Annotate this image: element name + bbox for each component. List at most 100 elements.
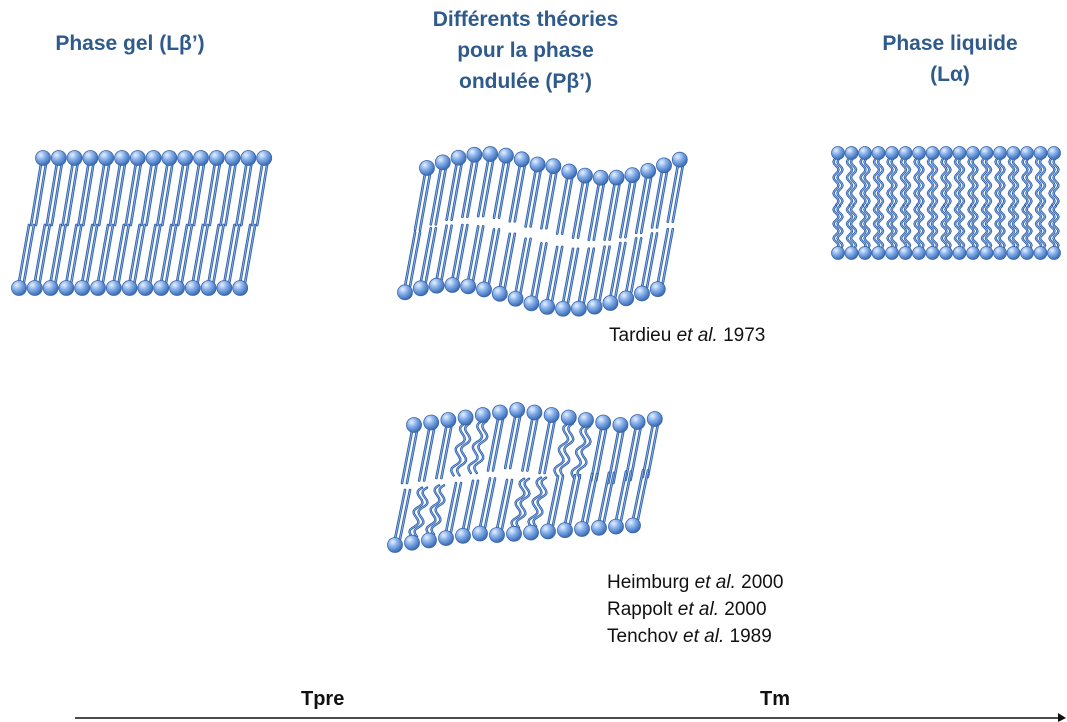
lipid-tail-highlight — [614, 242, 626, 298]
lipid-tail-highlight — [467, 225, 479, 281]
lipid-head — [444, 277, 461, 293]
lipid-tail-highlight — [462, 480, 474, 531]
citation-year: 1989 — [724, 626, 772, 647]
lipid-head — [184, 280, 201, 296]
lipid-head — [455, 527, 471, 544]
lipid-tail-highlight — [567, 248, 579, 304]
lipid-tail-highlight — [435, 425, 447, 479]
lipid-tail-highlight — [1022, 157, 1028, 206]
lipid-tail-highlight — [467, 420, 483, 474]
lipid-head — [629, 414, 646, 430]
lipid-tail-highlight — [30, 163, 42, 226]
lipid-tail-highlight — [1049, 157, 1055, 206]
lipid-head — [561, 163, 578, 180]
lipid-tail-highlight — [552, 475, 564, 526]
lipid-head — [498, 147, 514, 164]
lipid-head — [216, 280, 233, 296]
lipid-tail-highlight — [958, 205, 965, 250]
citation-author: Tenchov — [607, 626, 684, 647]
lipid-head — [898, 146, 913, 160]
lipid-tail-highlight — [484, 478, 496, 528]
lipid-tail-highlight — [904, 205, 911, 250]
lipid-head — [428, 277, 445, 294]
title-line: Phase liquide — [882, 32, 1018, 55]
lipid-tail-highlight — [667, 165, 679, 223]
lipid-tail-highlight — [235, 163, 247, 226]
lipid-tail-highlight — [598, 472, 610, 523]
lipid-tail-highlight — [553, 423, 569, 476]
lipid-tail-highlight — [67, 163, 79, 226]
lipid-tail-highlight — [995, 157, 1001, 206]
lipid-tail-disordered — [559, 422, 575, 477]
lipid-tail-highlight — [515, 238, 527, 294]
lipid-tail-highlight — [985, 157, 992, 206]
lipid-head — [1006, 246, 1021, 260]
lipid-tail-highlight — [456, 224, 468, 280]
lipid-tail-highlight — [445, 482, 457, 533]
lipid-tail-highlight — [193, 163, 205, 226]
title-phase-ondulee: Différents théories pour la phase ondulé… — [398, 4, 653, 97]
lipid-tail-highlight — [172, 163, 184, 226]
lipid-tail-highlight — [999, 205, 1005, 250]
lipid-tail-highlight — [873, 205, 880, 250]
lipid-tail-highlight — [590, 428, 602, 481]
lipid-tail-highlight — [225, 163, 237, 226]
lipid-tail-highlight — [604, 183, 616, 241]
lipid-tail-highlight — [401, 430, 413, 484]
lipid-tail-highlight — [954, 157, 961, 206]
lipid-head — [476, 281, 492, 298]
lipid-head — [114, 150, 130, 166]
lipid-tail-highlight — [436, 225, 448, 281]
lipid-tail-highlight — [473, 420, 488, 474]
lipid-tail-highlight — [165, 224, 177, 283]
lipid-head — [844, 246, 859, 260]
lipid-tail-highlight — [1035, 205, 1042, 250]
lipid-tail-highlight — [556, 177, 568, 234]
lipid-tail-highlight — [18, 224, 30, 283]
lipid-tail-highlight — [409, 487, 423, 537]
lipid-head — [602, 295, 619, 311]
lipid-tail-highlight — [197, 224, 209, 283]
lipid-tail-highlight — [251, 163, 263, 226]
lipid-head — [1047, 246, 1061, 260]
lipid-head — [406, 417, 422, 433]
lipid-head — [423, 414, 440, 431]
lipid-head — [509, 402, 526, 418]
lipid-tail-highlight — [546, 246, 558, 302]
lipid-tail-highlight — [477, 159, 489, 217]
lipid-tail-highlight — [176, 224, 188, 283]
lipid-tail-highlight — [51, 163, 63, 226]
lipid-tail-highlight — [837, 157, 843, 206]
lipid-head — [137, 280, 154, 296]
lipid-tail-highlight — [630, 237, 642, 293]
lipid-tail-highlight — [504, 233, 516, 289]
lipid-tail-highlight — [632, 469, 644, 520]
lipid-tail-highlight — [109, 163, 121, 226]
lipid-tail-highlight — [1026, 205, 1032, 250]
lipid-head — [646, 411, 663, 427]
lipid-tail-highlight — [130, 163, 142, 226]
lipid-head — [912, 146, 926, 160]
lipid-tail-highlight — [860, 157, 866, 206]
lipid-tail-highlight — [595, 428, 607, 481]
lipid-tail-disordered — [515, 477, 531, 529]
lipid-head — [121, 280, 138, 296]
lipid-tail-highlight — [864, 205, 870, 250]
lipid-head — [671, 151, 688, 168]
lipid-tail-highlight — [256, 163, 268, 226]
lipid-tail-highlight — [918, 157, 924, 206]
lipid-tail-highlight — [467, 480, 479, 531]
lipid-tail-highlight — [528, 477, 542, 527]
membrane-ripple-tardieu — [397, 146, 688, 317]
lipid-tail-highlight — [483, 229, 495, 284]
lipid-tail-highlight — [509, 415, 521, 469]
lipid-head — [491, 285, 508, 302]
lipid-tail-highlight — [954, 205, 961, 250]
lipid-head — [35, 150, 51, 166]
lipid-tail-highlight — [577, 425, 591, 479]
lipid-tail-highlight — [414, 487, 428, 537]
lipid-head — [26, 280, 43, 296]
membrane-ripple-heimburg — [387, 402, 663, 553]
lipid-head — [555, 300, 571, 317]
lipid-tail-highlight — [516, 478, 530, 529]
